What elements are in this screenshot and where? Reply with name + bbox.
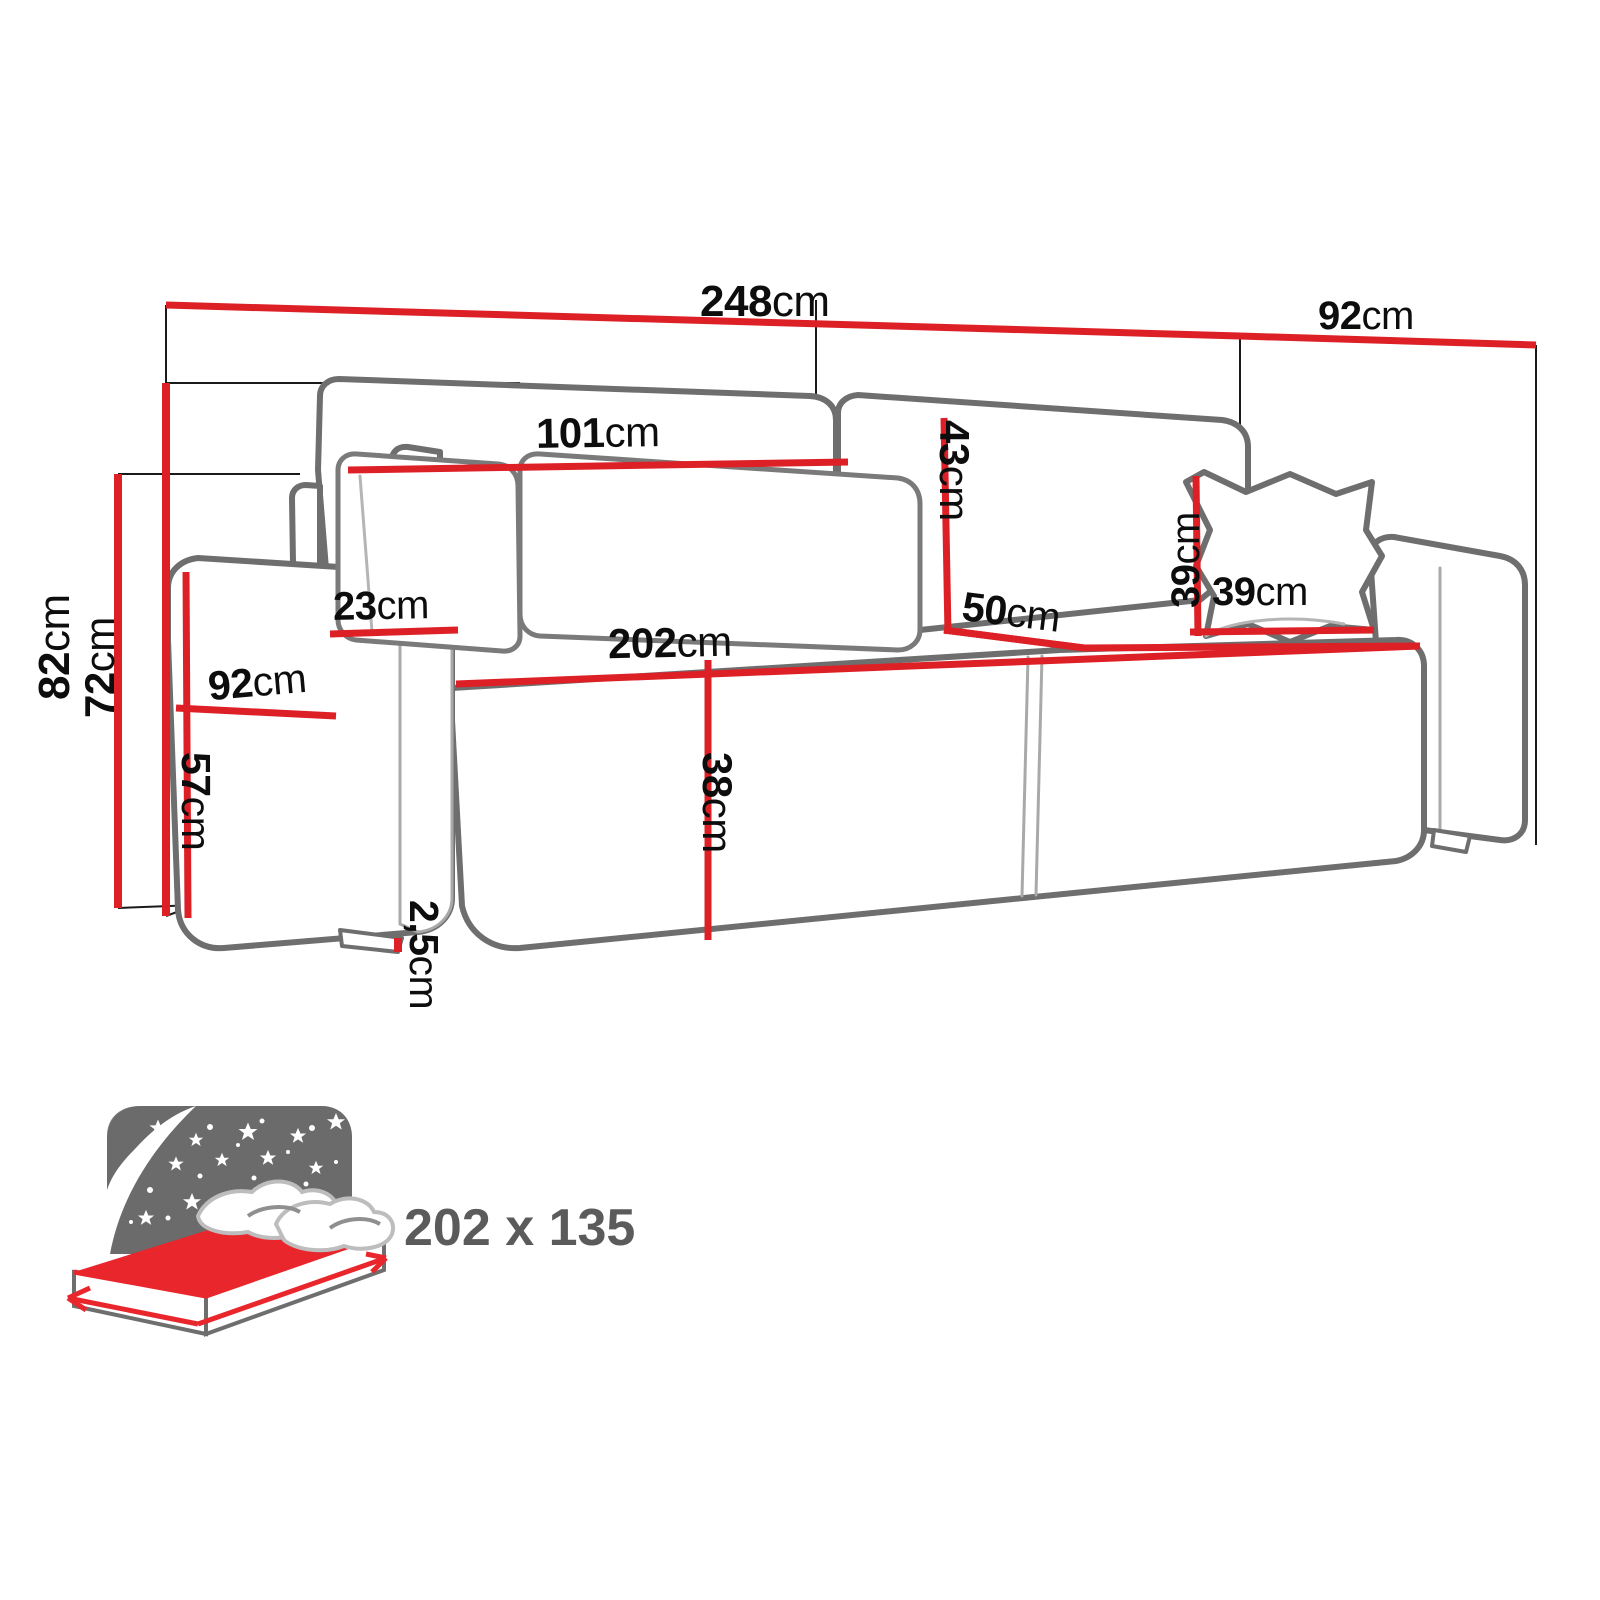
label-backrest-cushion-width: 101cm: [535, 408, 660, 457]
label-overall-width-value: 248: [700, 277, 772, 326]
label-pillow-height-unit: cm: [1164, 512, 1208, 565]
dimline-seat-width: [455, 642, 1421, 688]
label-leg-height: 2,5cm: [401, 900, 447, 1010]
label-seat-height: 38cm: [694, 752, 741, 853]
dimline-overall-width: [165, 301, 1241, 340]
label-overall-width: 248cm: [700, 280, 830, 324]
seat-cushion-seam-2: [1034, 654, 1044, 897]
label-seat-height-value: 38: [694, 752, 741, 798]
mattress-dim-arrows: [66, 1251, 388, 1327]
label-overall-depth-value: 92: [1318, 294, 1362, 338]
pillow-crease-right: [328, 1217, 381, 1230]
label-pillow-width-value: 39: [1212, 570, 1256, 614]
label-seat-width-unit: cm: [676, 617, 733, 666]
label-armrest-depth-value: 92: [206, 659, 255, 710]
dimension-lines: [114, 301, 1537, 952]
label-seat-width: 202cm: [607, 617, 733, 668]
label-overall-height-value: 82: [30, 652, 79, 700]
label-armrest-width-value: 23: [332, 584, 377, 629]
dimline-pillow-height: [1192, 475, 1202, 637]
label-leg-height-value: 2,5: [401, 900, 447, 956]
label-backrest-height: 72cm: [76, 617, 123, 718]
dimline-pillow-width: [1189, 626, 1375, 636]
bed-icon: [66, 1106, 395, 1337]
seat-block: [449, 636, 1427, 952]
dimline-overall-depth: [1239, 332, 1537, 349]
label-armrest-height: 57cm: [173, 752, 219, 851]
sleeping-area-label: 202 x 135: [404, 1198, 635, 1258]
label-backrest-cushion-width-unit: cm: [604, 408, 660, 456]
label-backrest-cushion-width-value: 101: [535, 408, 605, 457]
label-seat-depth-value: 50: [959, 583, 1010, 635]
label-leg-height-unit: cm: [401, 955, 447, 1010]
right-back-cushion: [517, 451, 923, 653]
label-armrest-depth: 92cm: [206, 654, 309, 710]
mattress-sheet-edge: [73, 1231, 385, 1299]
label-backrest-cushion-height-value: 43: [931, 420, 978, 466]
dimline-armrest-depth: [175, 704, 337, 720]
dimline-seat-depth: [943, 626, 1421, 652]
label-armrest-height-unit: cm: [173, 796, 219, 851]
label-overall-height: 82cm: [30, 594, 79, 700]
label-overall-width-unit: cm: [771, 277, 830, 326]
sofa-outline: [165, 376, 1528, 954]
dimline-backrest-cushion-width: [347, 458, 849, 474]
throw-pillow: [1183, 469, 1385, 645]
pillow-crease-left: [246, 1205, 301, 1218]
dimline-armrest-height: [182, 571, 192, 919]
moon-sweep-inner: [107, 1106, 196, 1190]
label-backrest-cushion-height: 43cm: [931, 420, 978, 521]
label-pillow-height-value: 39: [1164, 564, 1208, 609]
right-leg: [1430, 828, 1472, 854]
label-armrest-width: 23cm: [332, 583, 430, 629]
label-seat-height-unit: cm: [694, 797, 741, 853]
label-seat-width-value: 202: [607, 618, 678, 668]
label-armrest-depth-unit: cm: [250, 654, 309, 706]
dimline-armrest-width: [329, 626, 459, 638]
label-overall-depth: 92cm: [1318, 296, 1414, 336]
label-armrest-width-unit: cm: [376, 583, 430, 629]
sleeping-area-label-text: 202 x 135: [404, 1199, 636, 1257]
label-armrest-height-value: 57: [173, 752, 219, 797]
seat-cushion-seam: [1020, 655, 1030, 898]
label-seat-depth-unit: cm: [1003, 588, 1063, 641]
label-pillow-width-unit: cm: [1255, 570, 1309, 614]
label-backrest-height-value: 72: [76, 672, 123, 718]
left-back-cushion-seam: [358, 474, 374, 634]
label-backrest-height-unit: cm: [76, 617, 123, 673]
label-backrest-cushion-height-unit: cm: [931, 465, 978, 521]
label-pillow-width: 39cm: [1212, 572, 1308, 612]
label-overall-height-unit: cm: [30, 594, 79, 653]
label-pillow-height: 39cm: [1164, 512, 1208, 609]
dimline-backrest-cushion-height: [940, 417, 952, 635]
label-overall-depth-unit: cm: [1361, 294, 1415, 338]
